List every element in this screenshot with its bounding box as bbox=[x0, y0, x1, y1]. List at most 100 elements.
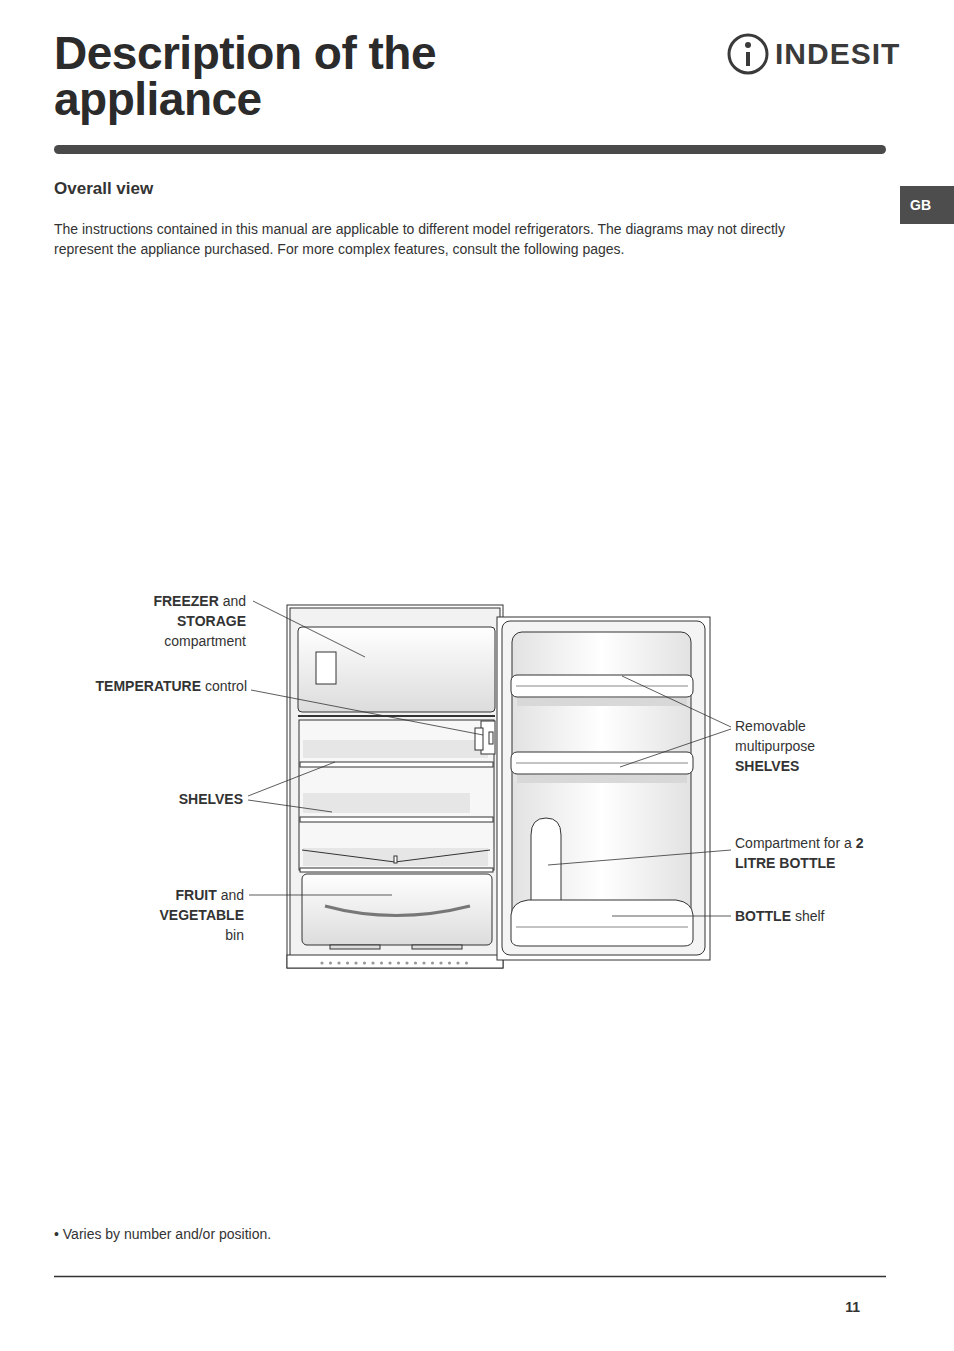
door-shelf-shadow bbox=[517, 775, 687, 783]
label-word: TEMPERATURE bbox=[96, 678, 205, 694]
leader-line bbox=[253, 601, 365, 657]
bottle-compartment bbox=[531, 818, 561, 905]
temperature-knob bbox=[475, 728, 483, 750]
vent-dot bbox=[346, 961, 349, 964]
door-shelf-rim bbox=[516, 763, 688, 764]
label-word: and bbox=[223, 593, 246, 609]
back-shade bbox=[303, 740, 488, 758]
tab-text: GB bbox=[910, 197, 931, 213]
vent-dot bbox=[329, 961, 332, 964]
intro-text: The instructions contained in this manua… bbox=[54, 219, 844, 259]
label-word: SHELVES bbox=[179, 791, 243, 807]
callout-label: BOTTLE shelf bbox=[735, 906, 824, 926]
label-word: STORAGE bbox=[177, 613, 246, 629]
vent-dot bbox=[431, 961, 434, 964]
vent-dot bbox=[439, 961, 442, 964]
label-word: LITRE bbox=[735, 855, 779, 871]
back-shade bbox=[303, 848, 488, 866]
bin-handle bbox=[325, 906, 470, 916]
leader-line bbox=[620, 729, 731, 767]
art-part bbox=[745, 42, 751, 48]
door-shelf bbox=[511, 752, 693, 774]
leader-line bbox=[612, 916, 731, 917]
page-number: 11 bbox=[845, 1299, 860, 1315]
door-liner bbox=[502, 621, 705, 955]
door-shelf bbox=[511, 675, 693, 697]
vent-dot bbox=[337, 961, 340, 964]
freezer-base bbox=[298, 715, 495, 717]
fridge-back bbox=[299, 720, 494, 870]
label-word: Removable bbox=[735, 718, 806, 734]
door-outer bbox=[497, 617, 710, 960]
label-word: Compartment bbox=[735, 835, 824, 851]
label-word: and bbox=[221, 887, 244, 903]
label-word: for bbox=[824, 835, 844, 851]
freezer-compartment bbox=[298, 627, 495, 712]
crisper-cover bbox=[300, 868, 493, 872]
label-word: BOTTLE bbox=[779, 855, 835, 871]
label-word: shelf bbox=[795, 908, 825, 924]
logo-icon bbox=[729, 35, 767, 73]
label-word: multipurpose bbox=[735, 738, 815, 754]
callout-label: TEMPERATURE control bbox=[96, 676, 247, 696]
cover-tab bbox=[394, 856, 397, 863]
vent-dot bbox=[354, 961, 357, 964]
brand-logo: INDESIT bbox=[775, 37, 900, 71]
vent-dot bbox=[405, 961, 408, 964]
label-word: 2 bbox=[856, 835, 864, 851]
label-word: compartment bbox=[164, 633, 246, 649]
leader-lines bbox=[248, 601, 731, 916]
fruit-bin bbox=[302, 874, 492, 945]
plinth bbox=[287, 955, 503, 968]
label-word: BOTTLE bbox=[735, 908, 795, 924]
back-shade bbox=[303, 793, 470, 813]
page-title: Description of the appliance bbox=[54, 30, 524, 122]
cabinet-inner bbox=[290, 608, 500, 965]
label-word: FRUIT bbox=[176, 887, 221, 903]
leader-line bbox=[548, 850, 731, 865]
language-tab: GB bbox=[900, 186, 954, 224]
bottle-shelf bbox=[511, 900, 693, 946]
callout-label: FRUIT and VEGETABLE bin bbox=[144, 885, 244, 945]
vent-dot bbox=[371, 961, 374, 964]
vent-dot bbox=[380, 961, 383, 964]
leader-line bbox=[249, 895, 392, 896]
vent-dot bbox=[320, 961, 323, 964]
leader-line bbox=[248, 800, 332, 812]
label-word: SHELVES bbox=[735, 758, 799, 774]
label-word: bin bbox=[225, 927, 244, 943]
vent-dots bbox=[320, 961, 468, 964]
callout-label: Removable multipurpose SHELVES bbox=[735, 716, 835, 776]
vent-dot bbox=[363, 961, 366, 964]
footnote: • Varies by number and/or position. bbox=[54, 1225, 271, 1243]
callout-label: FREEZER and STORAGE compartment bbox=[146, 591, 246, 651]
leader-line bbox=[622, 676, 731, 727]
freezer-flap bbox=[316, 652, 336, 684]
fridge-illustration bbox=[287, 605, 503, 968]
vent-dot bbox=[388, 961, 391, 964]
vent-dot bbox=[465, 961, 468, 964]
vent-dot bbox=[414, 961, 417, 964]
footer-rule bbox=[54, 1276, 886, 1278]
label-word: control bbox=[205, 678, 247, 694]
door-shelf-shadow bbox=[517, 698, 687, 706]
label-word: a bbox=[844, 835, 856, 851]
temperature-lamp bbox=[489, 732, 493, 744]
door-illustration bbox=[497, 617, 710, 960]
art-part bbox=[746, 52, 750, 66]
vent-dot bbox=[448, 961, 451, 964]
bin-foot bbox=[412, 945, 462, 949]
bin-foot bbox=[330, 945, 380, 949]
vent-dot bbox=[456, 961, 459, 964]
label-word: VEGETABLE bbox=[159, 907, 244, 923]
door-shelf-rim bbox=[516, 686, 688, 687]
leader-line bbox=[251, 690, 483, 735]
shelf bbox=[300, 817, 493, 822]
vent-dot bbox=[397, 961, 400, 964]
cabinet bbox=[287, 605, 503, 968]
leader-line bbox=[248, 762, 335, 796]
bottle-shelf-rim bbox=[516, 927, 688, 928]
header-bar bbox=[54, 145, 886, 154]
callout-label: Compartment for a 2 LITRE BOTTLE bbox=[735, 833, 880, 873]
